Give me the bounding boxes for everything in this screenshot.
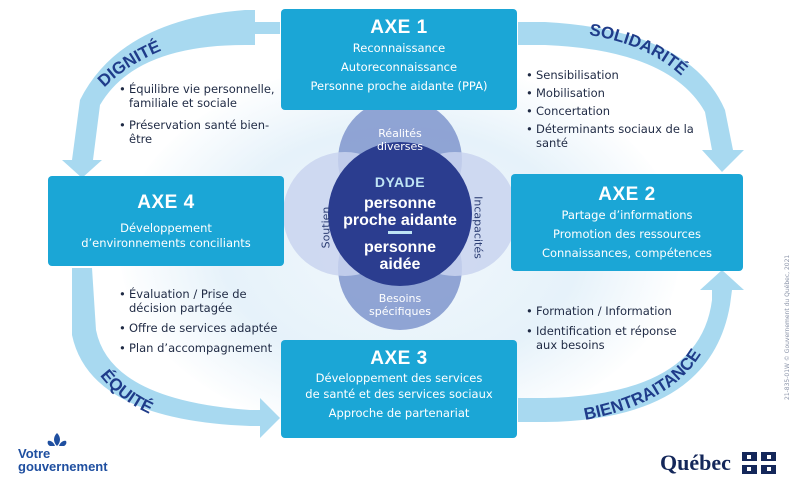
axe-2-line: Connaissances, compétences — [541, 246, 713, 260]
list-item: Offre de services adaptée — [119, 321, 284, 335]
list-item: Préservation santé bien-être — [119, 118, 279, 146]
axe-4-box: AXE 4 Développement d’environnements con… — [48, 176, 284, 266]
axe-2-box: AXE 2 Partage d’informations Promotion d… — [511, 174, 743, 271]
list-item: Équilibre vie personnelle, familiale et … — [119, 82, 279, 110]
quebec-flag-icon — [742, 452, 776, 474]
dyade-caregiver: personne proche aidante — [320, 195, 480, 229]
fleur-de-lys-icon — [47, 433, 67, 446]
quebec-logo-text: Québec — [660, 450, 731, 475]
arrow-top-right — [518, 22, 744, 172]
list-item: Mobilisation — [526, 86, 696, 100]
axe-3-line: Développement des services — [315, 371, 483, 385]
axe-1-line: Autoreconnaissance — [340, 60, 458, 74]
bullets-bientraitance: Formation / Information Identification e… — [526, 304, 696, 358]
arrow-top-left — [62, 10, 280, 178]
list-item: Plan d’accompagnement — [119, 341, 284, 355]
axe-4-title: AXE 4 — [137, 192, 195, 213]
axe-3-box: AXE 3 Développement des services de sant… — [281, 340, 517, 438]
axe-3-line: de santé et des services sociaux — [305, 387, 493, 401]
axe-2-line: Partage d’informations — [561, 208, 693, 222]
axe-1-title: AXE 1 — [370, 17, 428, 38]
list-item: Sensibilisation — [526, 68, 696, 82]
votre-label: Votre — [18, 446, 51, 461]
list-item: Évaluation / Prise de décision partagée — [119, 287, 284, 315]
axe-1-box: AXE 1 Reconnaissance Autoreconnaissance … — [281, 9, 517, 110]
axe-2-line: Promotion des ressources — [553, 227, 701, 241]
axe-4-line: d’environnements conciliants — [81, 236, 251, 250]
axe-1-line: Reconnaissance — [352, 41, 446, 55]
petal-bottom-label: Besoins spécifiques — [369, 292, 431, 318]
dyade-line: proche aidante — [343, 212, 457, 229]
dyade-line: aidée — [379, 256, 421, 273]
gouvernement-label: gouvernement — [18, 459, 108, 474]
axe-1-line: Personne proche aidante (PPA) — [310, 79, 488, 93]
dyade-title: DYADE — [374, 174, 426, 190]
credit-text: 21-835-01W © Gouvernement du Québec, 202… — [784, 254, 791, 400]
axe-3-title: AXE 3 — [370, 348, 428, 369]
dyade-line: personne — [363, 239, 436, 256]
list-item: Identification et réponse aux besoins — [526, 324, 696, 352]
axe-3-line: Approche de partenariat — [328, 406, 470, 420]
bullets-solidarite: Sensibilisation Mobilisation Concertatio… — [526, 68, 696, 154]
dyade-separator — [388, 231, 412, 234]
bullets-equite: Évaluation / Prise de décision partagée … — [119, 287, 284, 361]
dyade-line: personne — [363, 195, 436, 212]
bullets-dignite: Équilibre vie personnelle, familiale et … — [119, 82, 279, 154]
petal-top-label: Réalités diverses — [376, 127, 424, 153]
list-item: Formation / Information — [526, 304, 696, 318]
list-item: Concertation — [526, 104, 696, 118]
axe-2-title: AXE 2 — [598, 184, 656, 205]
arrow-bottom-right — [518, 270, 744, 422]
list-item: Déterminants sociaux de la santé — [526, 122, 696, 150]
dyade-circle — [328, 142, 472, 286]
axe-4-line: Développement — [120, 221, 212, 235]
arrow-bottom-left — [72, 268, 280, 438]
dyade-care-receiver: personne aidée — [330, 239, 470, 273]
